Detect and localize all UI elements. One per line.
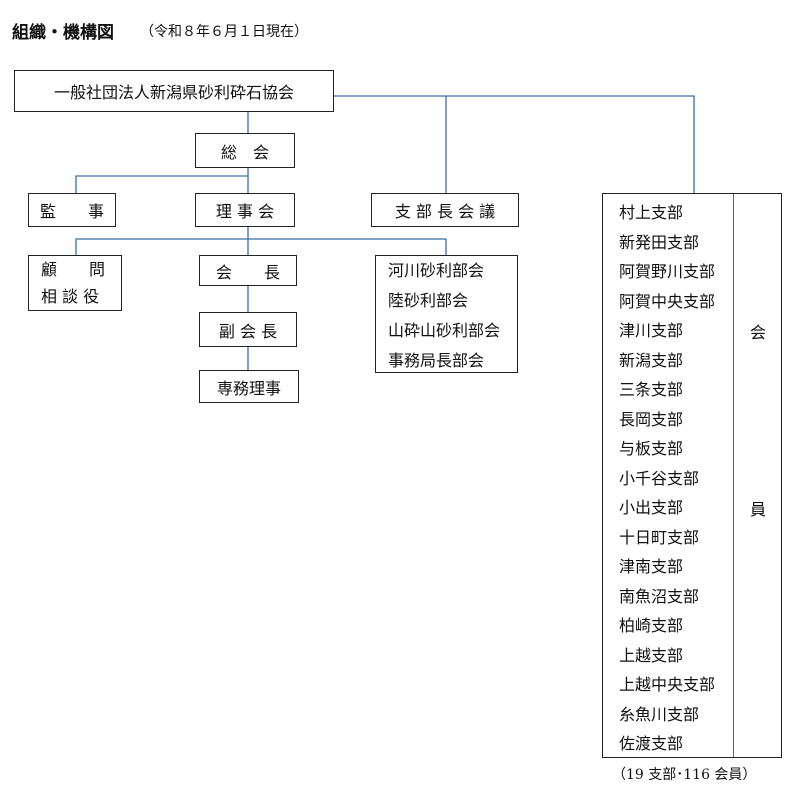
members-count-note: （19 支部･116 会員） xyxy=(612,767,757,783)
members-box: 村上支部 新発田支部 阿賀野川支部 阿賀中央支部 津川支部 新潟支部 三条支部 … xyxy=(602,193,782,758)
general-meeting-box: 総 会 xyxy=(195,133,295,168)
branch-item: 阿賀中央支部 xyxy=(619,291,716,311)
branch-item: 長岡支部 xyxy=(619,409,684,429)
branch-item: 与板支部 xyxy=(619,439,684,458)
as-of-date: （令和８年６月１日現在） xyxy=(140,24,308,40)
page-title: 組織・機構図 xyxy=(12,23,114,43)
association-name: 一般社団法人新潟県砂利砕石協会 xyxy=(53,83,294,102)
section-item: 陸砂利部会 xyxy=(388,291,469,310)
branch-item: 新発田支部 xyxy=(619,232,700,252)
section-item: 山砕山砂利部会 xyxy=(388,321,501,340)
auditor-label: 監 事 xyxy=(39,202,104,221)
members-label-bottom: 員 xyxy=(749,500,766,519)
branch-item: 上越中央支部 xyxy=(619,675,716,694)
branch-list: 村上支部 新発田支部 阿賀野川支部 阿賀中央支部 津川支部 新潟支部 三条支部 … xyxy=(619,198,715,759)
branch-item: 糸魚川支部 xyxy=(619,704,700,724)
advisor-label: 顧 問 xyxy=(41,260,106,279)
auditor-box: 監 事 xyxy=(28,193,116,227)
board-box: 理 事 会 xyxy=(195,193,295,227)
vice-president-box: 副 会 長 xyxy=(199,312,297,347)
general-meeting-label: 総 会 xyxy=(220,142,269,162)
executive-director-label: 専務理事 xyxy=(216,378,281,398)
branch-item: 小出支部 xyxy=(619,498,684,517)
section-item: 事務局長部会 xyxy=(388,351,485,370)
president-box: 会 長 xyxy=(199,255,297,286)
members-divider xyxy=(733,194,734,757)
branch-heads-box: 支 部 長 会 議 xyxy=(371,193,519,227)
branch-item: 村上支部 xyxy=(619,203,684,222)
president-label: 会 長 xyxy=(215,262,280,282)
branch-heads-label: 支 部 長 会 議 xyxy=(394,202,496,221)
branch-item: 津川支部 xyxy=(619,321,684,340)
members-label-top: 会 xyxy=(749,323,766,342)
branch-item: 津南支部 xyxy=(619,557,684,576)
branch-item: 柏崎支部 xyxy=(619,616,684,635)
branch-item: 上越支部 xyxy=(619,645,684,665)
branch-item: 新潟支部 xyxy=(619,350,684,370)
branch-item: 三条支部 xyxy=(619,380,684,399)
board-label: 理 事 会 xyxy=(215,202,275,221)
section-item: 河川砂利部会 xyxy=(388,261,485,280)
counselor-label: 相 談 役 xyxy=(41,287,100,306)
branch-item: 南魚沼支部 xyxy=(619,586,700,606)
branch-item: 阿賀野川支部 xyxy=(619,262,716,281)
executive-director-box: 専務理事 xyxy=(199,370,299,403)
association-box: 一般社団法人新潟県砂利砕石協会 xyxy=(14,70,334,112)
branch-item: 十日町支部 xyxy=(619,527,700,547)
connector-auditor xyxy=(75,175,248,193)
sections-box: 河川砂利部会 陸砂利部会 山砕山砂利部会 事務局長部会 xyxy=(375,255,518,373)
branch-item: 佐渡支部 xyxy=(619,734,684,753)
branch-item: 小千谷支部 xyxy=(619,468,700,488)
connector-board-bus xyxy=(75,238,447,255)
connector-top-to-branches xyxy=(334,95,695,193)
advisors-box: 顧 問 相 談 役 xyxy=(28,255,122,311)
vice-president-label: 副 会 長 xyxy=(218,321,278,341)
